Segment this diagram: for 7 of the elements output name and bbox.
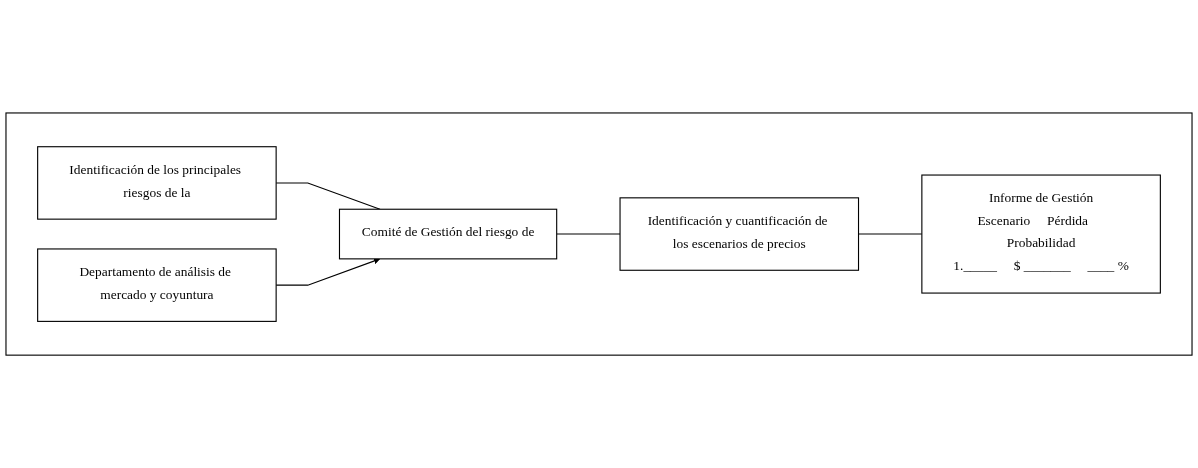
node-box: Informe de Gestión Escenario Pérdida Probabilidad 1._____ $ _______ ____ % — [921, 174, 1161, 294]
node-box: Departamento de análisis de mercado y coyuntura — [37, 248, 277, 322]
cluster — [5, 112, 1193, 356]
node-box: Comité de Gestión del riesgo de — [338, 208, 558, 260]
node-box: Identificación y cuantificación de los escenarios de precios — [619, 197, 860, 271]
connector — [556, 233, 621, 235]
node-box: Identificación de los principales riesgos de la — [37, 146, 277, 220]
